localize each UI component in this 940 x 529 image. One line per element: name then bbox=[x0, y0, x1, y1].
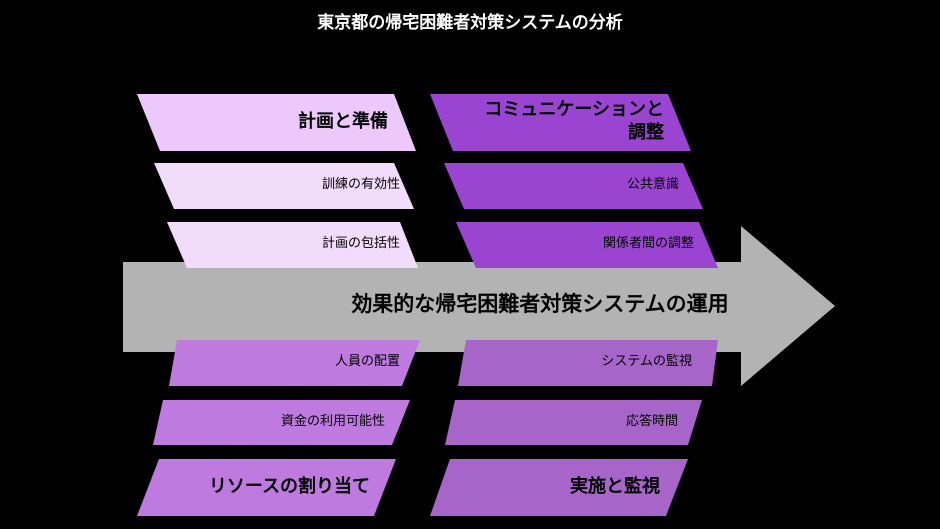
category-monitoring-card bbox=[430, 459, 688, 516]
category-monitoring-label: 実施と監視 bbox=[570, 476, 660, 497]
category-communication-card bbox=[430, 94, 691, 151]
communication-item-2-card bbox=[456, 222, 718, 268]
monitoring-item-2-card bbox=[445, 400, 702, 445]
monitoring-item-1-label: システムの監視 bbox=[601, 354, 692, 369]
monitoring-item-2-label: 応答時間 bbox=[625, 414, 678, 429]
communication-item-2-label: 関係者間の調整 bbox=[602, 236, 694, 251]
planning-item-2-card bbox=[167, 222, 418, 268]
planning-item-2-label: 計画の包括性 bbox=[321, 236, 400, 251]
category-planning-label: 計画と準備 bbox=[298, 111, 388, 132]
resources-item-2-label: 資金の利用可能性 bbox=[280, 414, 385, 429]
monitoring-item-1-card bbox=[458, 340, 718, 386]
planning-item-1-label: 訓練の有効性 bbox=[321, 177, 400, 192]
category-resources-card bbox=[137, 459, 396, 516]
category-communication-label: コミュニケーションと 調整 bbox=[484, 99, 664, 144]
page-title: 東京都の帰宅困難者対策システムの分析 bbox=[317, 13, 623, 33]
resources-item-1-card bbox=[169, 340, 420, 386]
communication-item-1-label: 公共意識 bbox=[626, 177, 679, 192]
category-resources-label: リソースの割り当て bbox=[208, 476, 370, 497]
resources-item-1-label: 人員の配置 bbox=[334, 354, 400, 369]
planning-item-1-card bbox=[154, 163, 414, 209]
spine-label: 効果的な帰宅困難者対策システムの運用 bbox=[351, 292, 729, 316]
resources-item-2-card bbox=[153, 400, 410, 445]
category-planning-card bbox=[137, 94, 416, 151]
communication-item-1-card bbox=[444, 163, 703, 209]
